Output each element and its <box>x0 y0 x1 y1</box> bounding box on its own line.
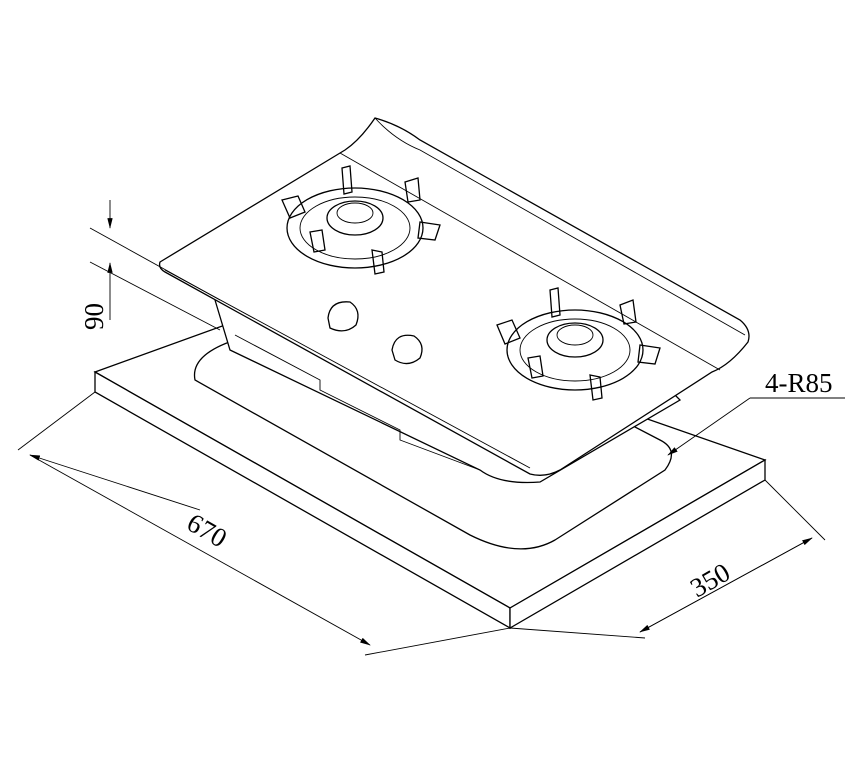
corner-radius-label: 4-R85 <box>765 368 833 398</box>
depth-label: 350 <box>685 557 735 603</box>
countertop <box>93 297 767 630</box>
burner-right <box>496 287 661 401</box>
width-label: 670 <box>182 507 232 553</box>
dimension-corner-radius: 4-R85 <box>667 368 845 456</box>
control-knobs <box>327 301 423 365</box>
dimension-height: 90 <box>79 200 221 331</box>
burner-left <box>281 165 441 275</box>
height-label: 90 <box>79 303 109 330</box>
